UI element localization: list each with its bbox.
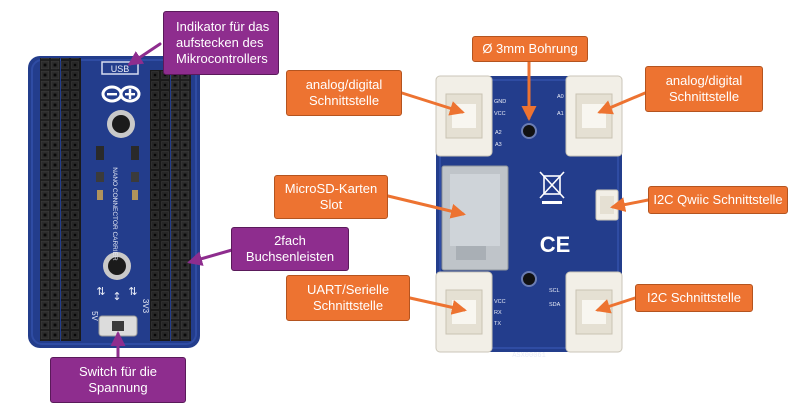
callout-analog-left-text: analog/digital Schnittstelle [305, 77, 383, 108]
silk-a0: A0 [557, 94, 564, 100]
silk-a3: A3 [495, 142, 502, 148]
ce-mark-icon: CE [540, 232, 571, 257]
callout-female-headers-text: 2fach Buchsenleisten [245, 233, 335, 264]
callout-indicator-text: Indikator für das aufstecken des Mikroco… [176, 19, 270, 66]
callout-analog-right-text: analog/digital Schnittstelle [665, 73, 743, 104]
header-left-inner [61, 58, 81, 341]
callout-arrows [110, 42, 650, 359]
mounting-hole-top-right-board [521, 123, 537, 139]
callout-microsd-text: MicroSD-Karten Slot [284, 181, 378, 212]
silk-vcc-top: VCC [494, 111, 506, 117]
callout-microsd: MicroSD-Karten Slot [274, 175, 388, 219]
header-left-outer [40, 58, 60, 341]
silk-sda: SDA [549, 302, 561, 308]
microsd-slot [441, 165, 509, 271]
header-right-inner [150, 70, 170, 341]
silk-usb: USB [111, 64, 130, 74]
arrow-indicator [127, 42, 162, 66]
arduino-logo-icon [101, 85, 141, 103]
arrow-uart [408, 296, 467, 315]
silk-a2: A2 [495, 130, 502, 136]
callout-analog-left: analog/digital Schnittstelle [286, 70, 402, 116]
qwiic-connector [595, 189, 619, 221]
silk-serial: ASX00061 [512, 352, 546, 360]
silk-3v3: 3V3 [141, 299, 150, 314]
svg-text:⇅: ⇅ [96, 285, 105, 298]
arrow-qwiic [610, 197, 650, 213]
silk-a1: A1 [557, 111, 564, 117]
arrow-analog-left [400, 91, 465, 116]
arrow-female-headers [187, 248, 234, 266]
arrow-i2c [595, 296, 637, 314]
callout-i2c-text: I2C Schnittstelle [647, 290, 741, 305]
silk-rx: RX [494, 310, 502, 316]
callout-analog-right: analog/digital Schnittstelle [645, 66, 763, 112]
grove-connector-top-left [435, 75, 493, 157]
header-right-outer [171, 70, 191, 341]
silk-board-name: NANO CONNECTOR CARRIER [111, 167, 118, 261]
grove-connector-bottom-right [565, 271, 623, 353]
svg-text:CE: CE [540, 232, 571, 257]
callout-hole: Ø 3mm Bohrung [472, 36, 588, 62]
callout-uart: UART/Serielle Schnittstelle [286, 275, 410, 321]
grove-connector-top-right [565, 75, 623, 157]
arrow-analog-right [597, 91, 647, 115]
silk-5v: 5V [90, 311, 99, 321]
callout-qwiic-text: I2C Qwiic Schnittstelle [653, 192, 783, 207]
callout-uart-text: UART/Serielle Schnittstelle [306, 282, 390, 313]
mounting-hole-bottom-right-board [521, 271, 537, 287]
silk-scl: SCL [549, 288, 560, 294]
svg-text:⇅: ⇅ [128, 285, 137, 298]
grove-carrier-board: CE A0 A1 A2 A3 VCC GND VCC RX TX SCL SDA… [435, 75, 623, 360]
callout-indicator: Indikator für das aufstecken des Mikroco… [163, 11, 279, 75]
callout-qwiic: I2C Qwiic Schnittstelle [648, 186, 788, 214]
callout-i2c: I2C Schnittstelle [635, 284, 753, 312]
nano-connector-carrier-board: USB NANO CONNECTOR CARRIER ⇅ ↕ ⇅ 5V 3V3 [28, 56, 200, 348]
callout-female-headers: 2fach Buchsenleisten [231, 227, 349, 271]
grove-connector-bottom-left [435, 271, 493, 353]
silk-tx: TX [494, 321, 501, 327]
svg-text:↕: ↕ [112, 290, 121, 303]
weee-bin-icon [539, 171, 565, 204]
callout-hole-text: Ø 3mm Bohrung [482, 41, 578, 56]
silk-vcc-bottom: VCC [494, 299, 506, 305]
silk-gnd-top: GND [494, 99, 506, 105]
arrow-microsd [386, 194, 466, 219]
callout-switch: Switch für die Spannung [50, 357, 186, 403]
callout-switch-text: Switch für die Spannung [78, 364, 158, 395]
